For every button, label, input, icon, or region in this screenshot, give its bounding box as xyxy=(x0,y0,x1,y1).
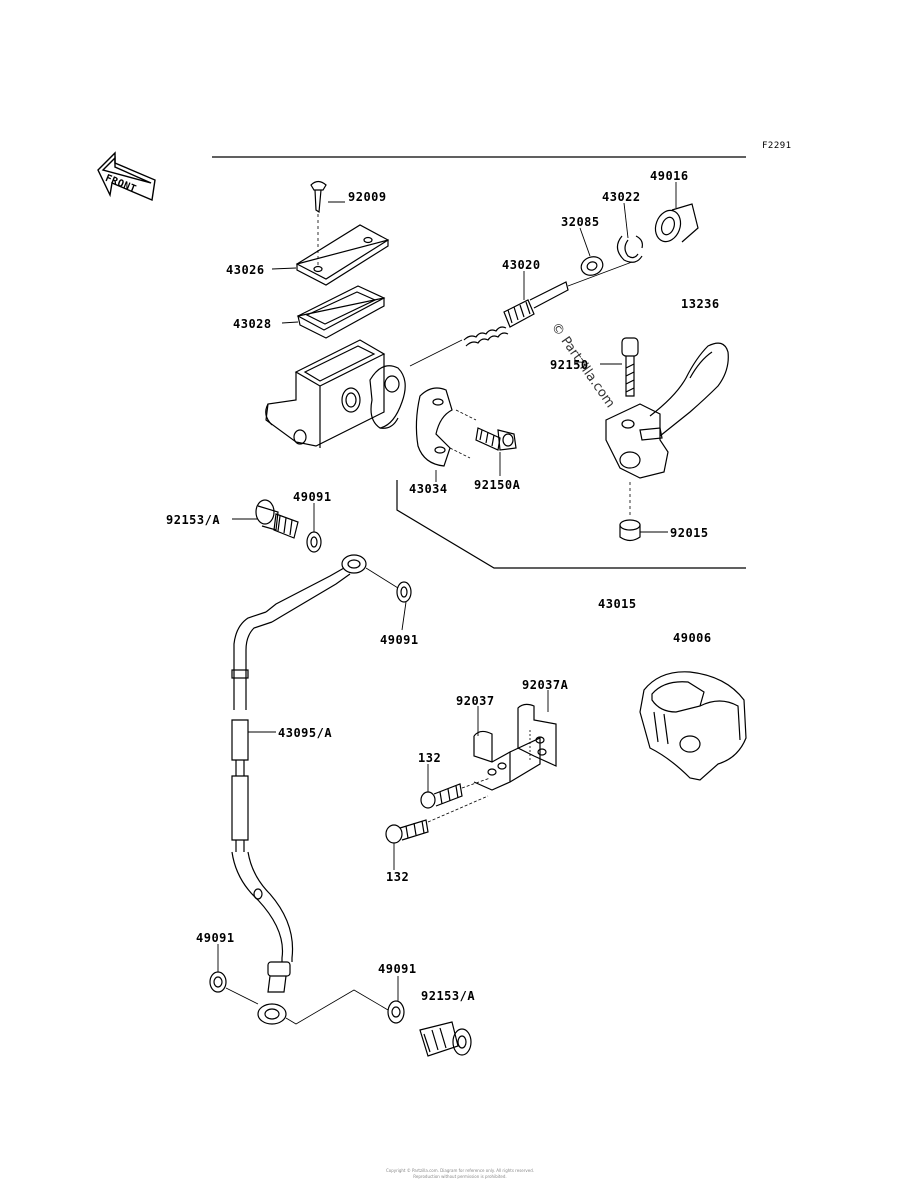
banjo-bolt-lower xyxy=(419,1021,472,1057)
banjo-bolt-upper xyxy=(255,499,299,539)
part-label-92150A[interactable]: 92150A xyxy=(474,478,521,492)
part-label-132-lower[interactable]: 132 xyxy=(386,870,410,884)
leader-lines xyxy=(217,182,677,1001)
clamp-43034 xyxy=(415,387,477,467)
part-label-49091-c[interactable]: 49091 xyxy=(196,931,235,945)
master-cylinder-body xyxy=(265,339,406,448)
bolt-132-upper xyxy=(420,777,491,809)
part-label-43034[interactable]: 43034 xyxy=(409,482,448,496)
cover-49006 xyxy=(639,671,747,781)
brake-hose-43095 xyxy=(225,554,399,1025)
part-label-92153A-upper[interactable]: 92153/A xyxy=(166,513,221,527)
part-label-49091-b[interactable]: 49091 xyxy=(380,633,419,647)
bolt-92150 xyxy=(621,337,639,397)
part-label-92037[interactable]: 92037 xyxy=(456,694,495,708)
holder-92037 xyxy=(473,730,541,791)
holder-92037A xyxy=(517,703,557,767)
part-label-43015[interactable]: 43015 xyxy=(598,597,637,611)
lever-13236 xyxy=(605,342,729,479)
washer-32085 xyxy=(580,256,604,276)
bolt-92150A xyxy=(475,427,517,451)
footer-line-2: Reproduction without permission is prohi… xyxy=(413,1174,507,1179)
dust-boot-49016 xyxy=(654,203,699,243)
figure-code: F2291 xyxy=(762,141,792,151)
footer-line-1: Copyright © Partzilla.com. Diagram for r… xyxy=(385,1168,535,1173)
bushing-92015 xyxy=(619,519,641,542)
washer-49091-b xyxy=(396,581,412,603)
part-label-43020[interactable]: 43020 xyxy=(502,258,541,272)
part-label-49091-d[interactable]: 49091 xyxy=(378,962,417,976)
part-label-32085[interactable]: 32085 xyxy=(561,215,600,229)
part-label-92150[interactable]: 92150 xyxy=(550,358,589,372)
part-label-13236[interactable]: 13236 xyxy=(681,297,720,311)
washer-49091-d xyxy=(387,1000,405,1024)
screw-92009 xyxy=(310,180,327,268)
part-label-43022[interactable]: 43022 xyxy=(602,190,641,204)
part-label-92009[interactable]: 92009 xyxy=(348,190,387,204)
part-label-92153A-lower[interactable]: 92153/A xyxy=(421,989,476,1003)
part-label-43026[interactable]: 43026 xyxy=(226,263,265,277)
part-label-92037A[interactable]: 92037A xyxy=(522,678,569,692)
part-label-132-upper[interactable]: 132 xyxy=(418,751,442,765)
bolt-132-lower xyxy=(385,795,489,844)
part-label-49006[interactable]: 49006 xyxy=(673,631,712,645)
snap-ring-43022 xyxy=(616,235,643,263)
part-label-49091-a[interactable]: 49091 xyxy=(293,490,332,504)
piston-assembly-43020 xyxy=(409,261,633,367)
front-arrow-icon xyxy=(97,151,156,201)
part-label-92015[interactable]: 92015 xyxy=(670,526,709,540)
part-label-43095A[interactable]: 43095/A xyxy=(278,726,333,740)
diaphragm-43028 xyxy=(296,285,386,339)
part-label-49016[interactable]: 49016 xyxy=(650,169,689,183)
washer-49091-a xyxy=(306,531,322,553)
washer-49091-c xyxy=(209,971,227,993)
part-label-43028[interactable]: 43028 xyxy=(233,317,272,331)
reservoir-cap-43026 xyxy=(295,224,390,286)
assembly-bracket-43015 xyxy=(396,480,746,569)
